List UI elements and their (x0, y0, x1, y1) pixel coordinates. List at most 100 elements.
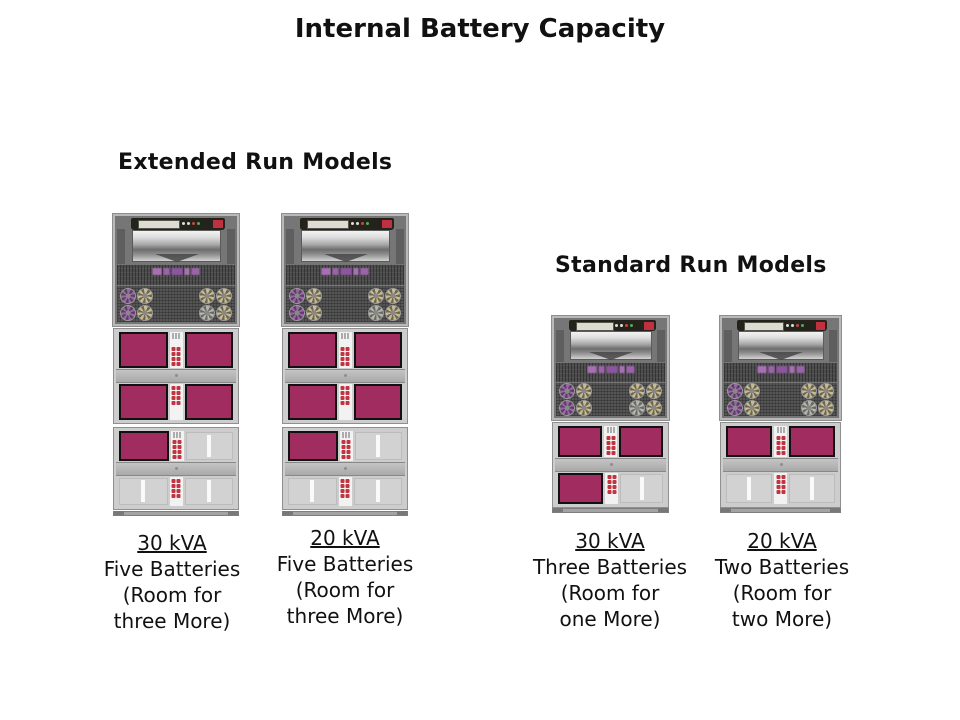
cooling-fan-icon (120, 304, 136, 321)
battery-compartment (282, 328, 408, 424)
battery-row (725, 426, 836, 457)
model-room-line1: (Room for (732, 581, 832, 605)
battery-module (119, 332, 168, 368)
shelf-divider (723, 458, 838, 472)
empty-battery-bay (288, 477, 337, 505)
battery-module (789, 426, 835, 457)
cabinet-center-rail (169, 384, 183, 420)
bezel-notch (589, 352, 634, 361)
battery-connector (171, 478, 181, 498)
battery-module (288, 384, 337, 420)
cabinet-center-rail (338, 384, 352, 420)
empty-battery-bay (789, 474, 835, 503)
battery-module (353, 384, 402, 420)
fan-bay (117, 286, 235, 322)
model-batteries-label: Two Batteries (714, 555, 850, 579)
cabinet-base (720, 508, 841, 513)
vent-grille (556, 363, 665, 382)
model-room-line1: (Room for (560, 581, 660, 605)
model-kva-label: 30 kVA (137, 531, 207, 555)
battery-module (726, 426, 772, 457)
control-panel (130, 218, 225, 231)
battery-row (118, 431, 234, 461)
battery-row (725, 473, 836, 504)
battery-connector (340, 347, 350, 366)
battery-connector (607, 475, 616, 494)
cooling-fan-icon (801, 383, 817, 399)
shelf-divider (116, 369, 236, 383)
model-room-line1: (Room for (295, 578, 395, 602)
rail-vents (342, 432, 350, 438)
front-bezel (738, 331, 824, 361)
battery-compartment (720, 422, 841, 508)
right-rail (829, 329, 837, 362)
right-rail (227, 228, 235, 264)
cabinet-center-rail (774, 426, 787, 457)
battery-compartment (552, 422, 669, 508)
left-rail (724, 329, 732, 362)
shelf-divider (285, 369, 405, 383)
caption-extended-30kva: 30 kVA Five Batteries (Room for three Mo… (72, 530, 272, 634)
cooling-fan-icon (385, 304, 401, 321)
brand-badge (815, 322, 826, 330)
fan-group-left (727, 383, 760, 416)
bezel-zone (284, 228, 406, 264)
battery-row (118, 476, 234, 506)
cooling-fan-icon (629, 383, 645, 399)
caption-standard-30kva: 30 kVA Three Batteries (Room for one Mor… (510, 528, 710, 632)
cooling-fan-icon (818, 400, 834, 416)
bezel-notch (323, 253, 368, 262)
battery-compartment (282, 427, 408, 510)
vent-grille (117, 264, 235, 286)
front-bezel (132, 230, 222, 262)
cooling-fan-icon (289, 287, 305, 304)
cabinet-standard-20kva (719, 315, 842, 513)
shelf-divider (285, 461, 405, 476)
battery-module (558, 426, 602, 457)
battery-module (184, 332, 233, 368)
cooling-fan-icon (199, 287, 215, 304)
cooling-fan-icon (289, 304, 305, 321)
liebert-logo (587, 366, 634, 374)
model-room-line2: two More) (731, 607, 833, 631)
cabinet-base (113, 511, 239, 516)
fan-group-right (629, 383, 662, 416)
empty-battery-bay (119, 477, 168, 505)
bezel-notch (759, 352, 804, 361)
control-panel (299, 218, 394, 231)
cooling-fan-icon (727, 383, 743, 399)
cooling-fan-icon (306, 287, 322, 304)
cooling-fan-icon (559, 400, 575, 416)
battery-module (184, 384, 233, 420)
cooling-fan-icon (137, 304, 153, 321)
front-bezel (301, 230, 391, 262)
cooling-fan-icon (306, 304, 322, 321)
fan-group-right (199, 287, 232, 321)
cabinet-center-rail (604, 426, 617, 457)
cooling-fan-icon (216, 287, 232, 304)
cabinet-center-rail (774, 473, 787, 504)
brand-badge (381, 220, 392, 229)
battery-compartment (113, 427, 239, 510)
battery-module (558, 473, 603, 504)
model-room-line2: one More) (559, 607, 661, 631)
cooling-fan-icon (385, 287, 401, 304)
model-room-line2: three More) (286, 604, 404, 628)
battery-module (119, 431, 169, 461)
cooling-fan-icon (120, 287, 136, 304)
battery-module (353, 332, 402, 368)
cooling-fan-icon (646, 383, 662, 399)
battery-connector (340, 386, 350, 405)
cabinet-center-rail (338, 476, 352, 506)
liebert-logo (152, 268, 200, 276)
battery-row (557, 426, 664, 457)
battery-row (287, 384, 403, 420)
battery-connector (172, 439, 182, 459)
battery-connector (341, 439, 351, 459)
empty-battery-bay (726, 474, 772, 503)
fan-group-right (368, 287, 401, 321)
shelf-divider (555, 458, 666, 472)
cooling-fan-icon (576, 383, 592, 399)
cooling-fan-icon (646, 400, 662, 416)
